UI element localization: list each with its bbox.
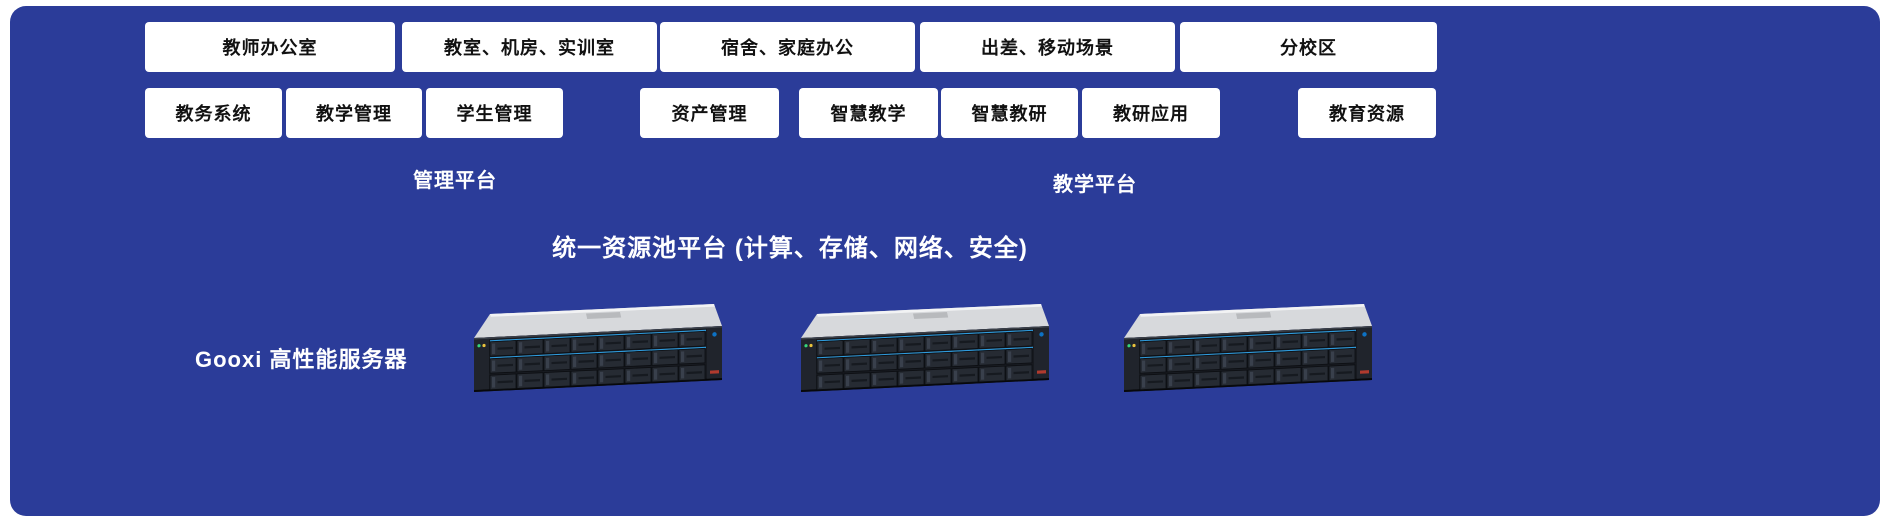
server-illustration-1 — [468, 292, 728, 404]
scenario-box-branch-campus: 分校区 — [1180, 22, 1437, 72]
server-section-label: Gooxi 高性能服务器 — [195, 347, 408, 372]
scenario-box-dorm-home-office: 宿舍、家庭办公 — [660, 22, 915, 72]
app-box-academic-affairs-system: 教务系统 — [145, 88, 282, 138]
management-platform-label: 管理平台 — [413, 170, 497, 192]
resource-pool-title: 统一资源池平台 (计算、存储、网络、安全) — [552, 235, 1028, 262]
app-box-asset-management: 资产管理 — [640, 88, 779, 138]
blue-background-panel: 教师办公室 教室、机房、实训室 宿舍、家庭办公 出差、移动场景 分校区 教务系统… — [10, 6, 1880, 516]
app-box-education-resources: 教育资源 — [1298, 88, 1436, 138]
app-box-smart-teaching: 智慧教学 — [799, 88, 938, 138]
scenario-box-teacher-office: 教师办公室 — [145, 22, 395, 72]
app-box-student-management: 学生管理 — [426, 88, 563, 138]
teaching-platform-label: 教学平台 — [1053, 174, 1137, 196]
app-box-smart-research: 智慧教研 — [941, 88, 1078, 138]
app-box-teaching-management: 教学管理 — [286, 88, 422, 138]
app-box-research-application: 教研应用 — [1082, 88, 1220, 138]
scenario-box-classroom-labs: 教室、机房、实训室 — [402, 22, 657, 72]
scenario-box-travel-mobile: 出差、移动场景 — [920, 22, 1175, 72]
server-illustration-2 — [795, 292, 1055, 404]
server-illustration-3 — [1118, 292, 1378, 404]
